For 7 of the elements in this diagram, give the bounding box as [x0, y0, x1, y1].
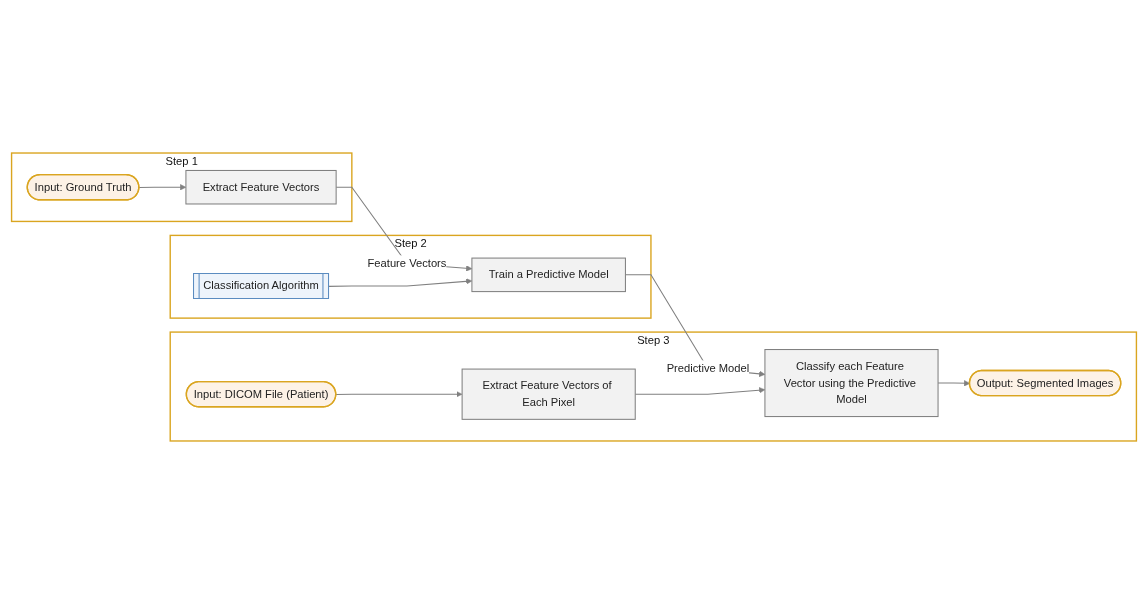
node-box: Extract Feature Vectors of Each Pixel — [461, 368, 636, 420]
node-box: Train a Predictive Model — [471, 257, 626, 293]
node-box: Extract Feature Vectors — [185, 169, 337, 205]
arrow — [335, 391, 463, 398]
edge-label: Feature Vectors — [367, 257, 447, 270]
edge-label: Predictive Model — [666, 362, 750, 375]
node-box: Classify each Feature Vector using the Predictive Model — [764, 349, 939, 418]
